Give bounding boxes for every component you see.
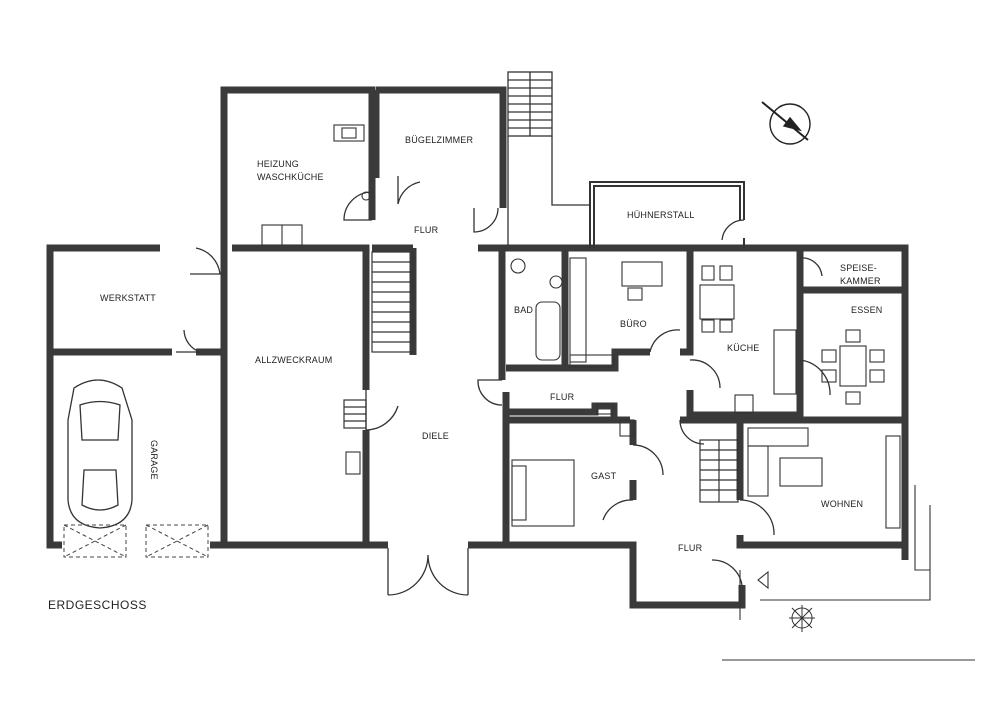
- room-label-allzweckraum: ALLZWECKRAUM: [255, 355, 333, 365]
- plan-title: ERDGESCHOSS: [48, 598, 147, 612]
- doors: [176, 176, 831, 596]
- room-label-kueche: KÜCHE: [727, 343, 760, 353]
- garage-doors: [63, 524, 209, 558]
- car: [67, 379, 133, 529]
- room-label-flur-top: FLUR: [414, 225, 439, 235]
- room-label-speise: SPEISE-: [840, 263, 877, 273]
- room-label-garage: GARAGE: [149, 440, 159, 480]
- huehnerstall-outline: [589, 181, 745, 248]
- room-label-werkstatt: WERKSTATT: [100, 293, 156, 303]
- stairs: [343, 251, 739, 503]
- room-label-buegelzimmer: BÜGELZIMMER: [405, 135, 474, 145]
- room-label-wohnen: WOHNEN: [821, 499, 864, 509]
- walls: [46, 86, 909, 609]
- plant-icon: [789, 605, 815, 632]
- room-label-waschkueche: WASCHKÜCHE: [257, 172, 324, 182]
- room-label-huehnerstall: HÜHNERSTALL: [627, 210, 695, 220]
- compass-icon: [761, 101, 811, 145]
- furniture: [261, 124, 901, 529]
- room-label-gast: GAST: [591, 471, 617, 481]
- terrace-lines: [722, 485, 975, 661]
- room-label-kammer: KAMMER: [840, 276, 881, 286]
- room-label-heizung: HEIZUNG: [257, 159, 299, 169]
- room-label-bad: BAD: [514, 305, 534, 315]
- outdoor-stairs: [507, 71, 590, 245]
- room-label-buero: BÜRO: [620, 319, 647, 329]
- room-label-essen: ESSEN: [851, 305, 883, 315]
- room-label-diele: DIELE: [422, 431, 450, 441]
- room-label-flur-middle: FLUR: [550, 392, 575, 402]
- room-label-flur-bottom: FLUR: [678, 543, 703, 553]
